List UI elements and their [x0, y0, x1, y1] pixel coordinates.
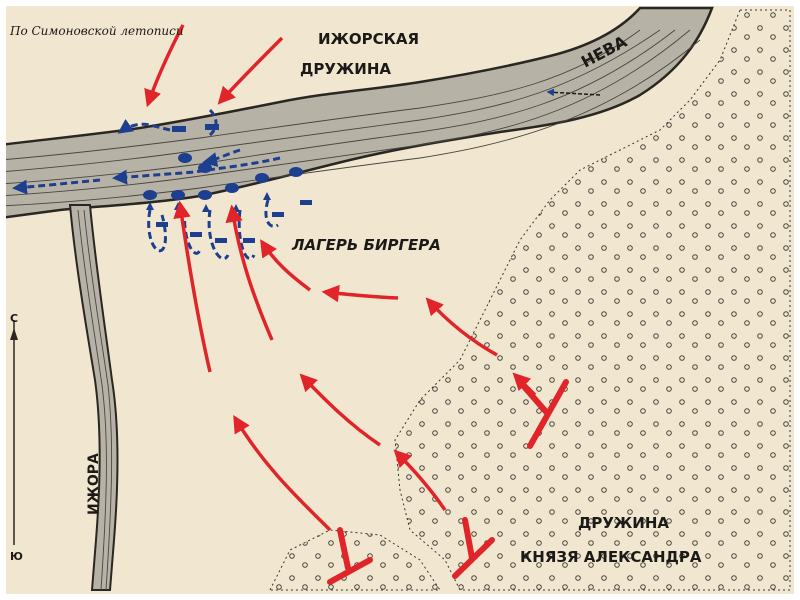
forest-area-south: [269, 529, 441, 591]
compass-south: Ю: [10, 550, 23, 563]
swedish-retreat-arrow-5: [202, 148, 241, 167]
russian-unit-1: [517, 379, 569, 449]
attack-arrow-forest-2: [299, 373, 381, 447]
russian-attacks: [144, 24, 537, 532]
swedish-retreat-arrow-3: [112, 156, 281, 185]
neva-flow-arrow: [546, 88, 601, 97]
label-birger-camp: ЛАГЕРЬ БИРГЕРА: [291, 236, 441, 254]
izhora-attack-arrow-2: [217, 36, 284, 105]
label-izhora-squad-line1: ИЖОРСКАЯ: [318, 30, 419, 48]
attack-arrow-forest-3: [393, 449, 447, 511]
swedish-retreat-arrow-1: [117, 118, 171, 134]
label-alexander-line2: КНЯЗЯ АЛЕКСАНДРА: [520, 548, 702, 566]
attack-arrow-camp-4: [321, 284, 399, 303]
attack-arrow-forest-4: [233, 414, 332, 532]
attack-arrow-camp-1: [173, 200, 212, 373]
attack-arrow-camp-3: [260, 239, 312, 292]
swedish-retreat-arrow-2: [208, 108, 218, 137]
russian-unit-2: [452, 517, 495, 579]
swedish-retreat-arrow-4: [12, 178, 101, 195]
compass-north: С: [10, 312, 18, 325]
attack-arrow-camp-2: [225, 204, 274, 341]
russian-unit-3: [327, 527, 373, 585]
izhora-attack-arrow-1: [144, 24, 185, 108]
compass: С Ю: [10, 312, 23, 563]
neva-river: [0, 6, 714, 220]
alexander-units: [327, 379, 569, 585]
label-izhora-squad-line2: ДРУЖИНА: [300, 60, 391, 78]
swedish-loop-5: [264, 199, 279, 228]
izhora-texture: [77, 209, 113, 591]
label-izhora-river: ИЖОРА: [86, 453, 102, 515]
label-alexander-line1: ДРУЖИНА: [578, 514, 669, 532]
swedish-loop-2: [183, 209, 202, 255]
attack-arrow-forest-1: [425, 297, 498, 357]
forest-area: [394, 9, 791, 591]
swedish-loop-3: [207, 209, 230, 261]
river-texture: [0, 29, 701, 207]
swedish-units: [143, 124, 312, 243]
source-note: По Симоновской летописи: [9, 24, 184, 38]
